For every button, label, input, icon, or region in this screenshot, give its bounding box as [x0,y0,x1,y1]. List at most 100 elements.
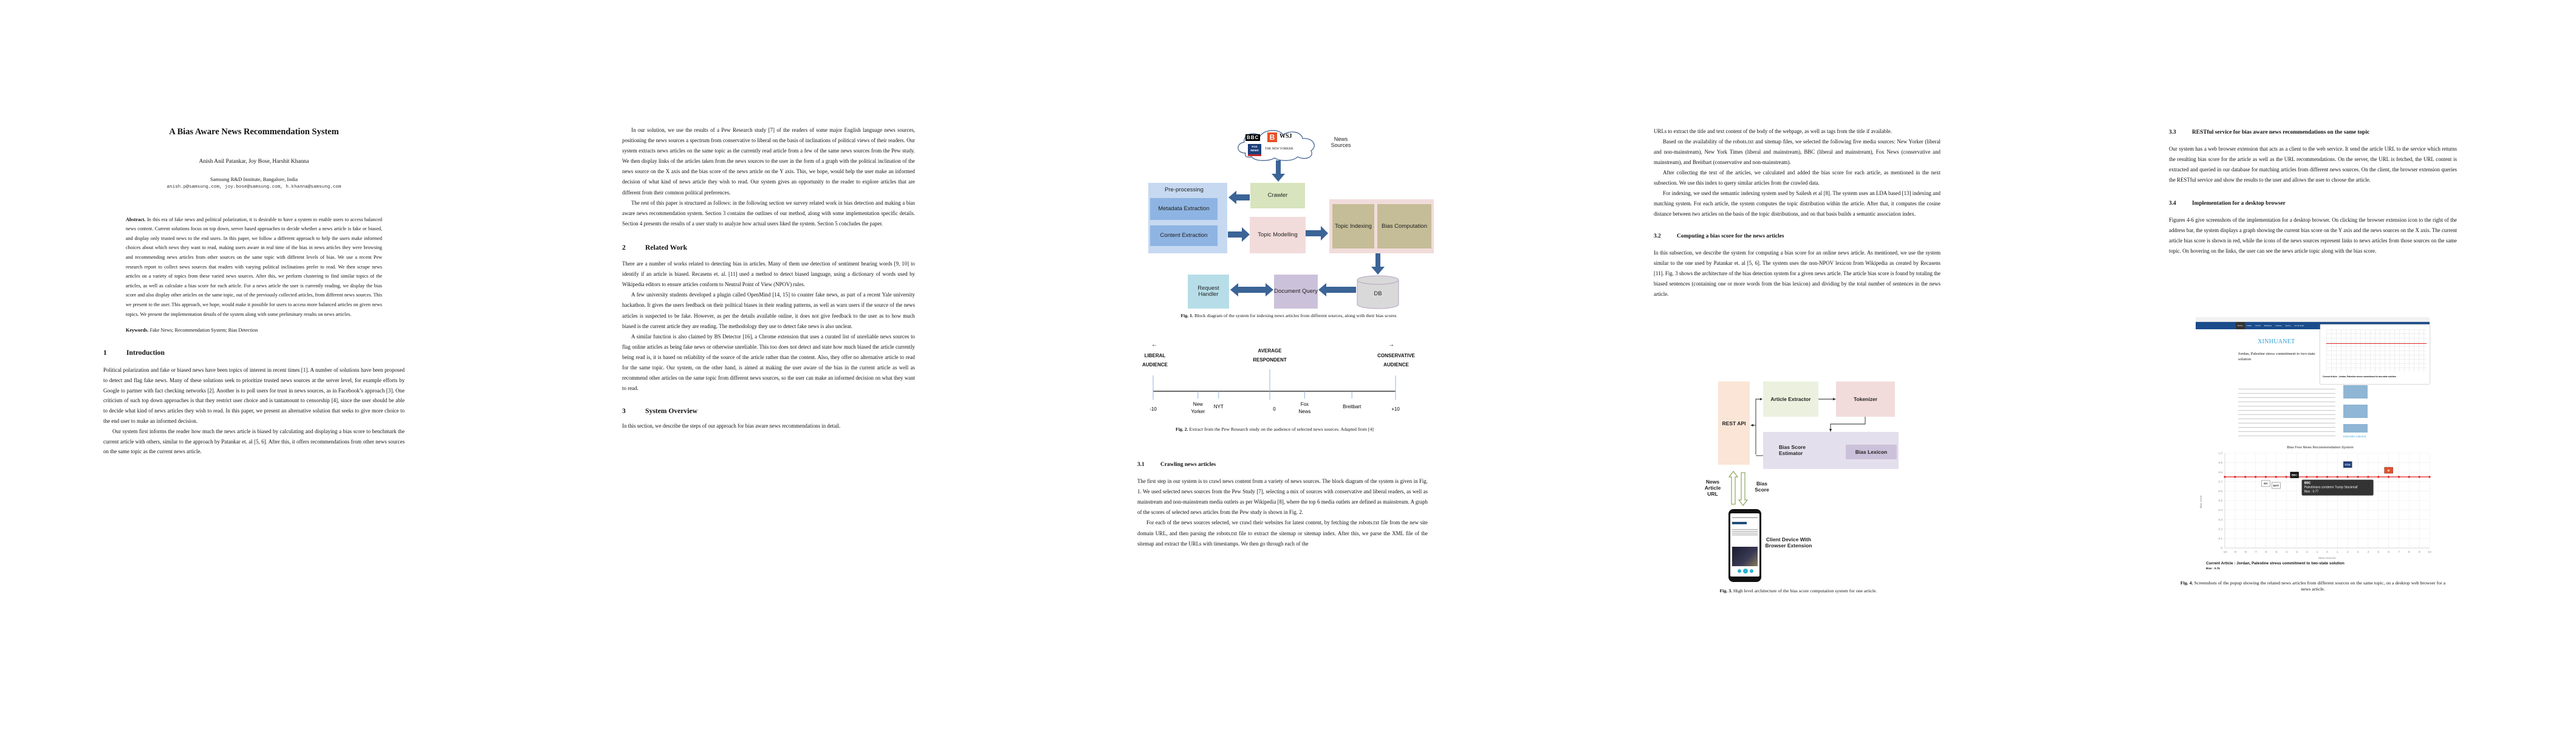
section-number: 3.3 [2169,129,2176,135]
logo-bbc: BBC [1245,134,1261,141]
source-icon-text: NYT [2273,484,2279,487]
section-2-heading: 2 Related Work [622,242,915,253]
source-marker[interactable]: FOX [2343,461,2352,468]
arrow-down-icon [1272,160,1285,182]
source-marker[interactable]: NY [2261,480,2270,487]
current-bias-point [2418,476,2420,478]
topic-modelling-box: Topic Modelling [1250,217,1306,253]
news-article-url-label: News Article URL [1704,479,1721,497]
emails: anish.p@samsung.com, joy.bose@samsung.co… [166,184,341,190]
arrow-right-icon [1306,226,1328,241]
section-number: 3.1 [1137,462,1145,468]
current-bias-point [2336,476,2338,478]
paragraph: For each of the news sources selected, w… [1137,519,1428,547]
paragraph: Our system has a web browser extension t… [2169,146,2457,183]
x-tick-label: -10 [2223,550,2227,554]
current-bias-point [2326,476,2329,478]
arrow-down-icon [1371,253,1385,275]
address-bar [1732,517,1758,518]
source-icon [2290,471,2299,479]
extension-popup: Current Article : Jordan, Palestine stre… [2320,324,2430,384]
x-tick-label: -2 [2306,550,2309,554]
figure-4-caption: Fig. 4. Screenshots of the popup showing… [2176,580,2450,592]
up-down-arrows-icon [1728,471,1749,506]
current-bias-label: Bias : 0.75 [2206,567,2220,570]
tooltip [2301,479,2374,496]
x-tick-label: 3 [2357,550,2359,554]
y-axis-label: Bias score [2199,495,2202,508]
x-tick-label: +10 [1391,406,1400,412]
nav-item[interactable]: Home [2236,322,2245,329]
source-label: NYT [1214,404,1224,409]
article-extractor-box: Article Extractor [1763,382,1818,417]
liberal-audience-label: LIBERAL AUDIENCE [1142,353,1168,368]
figure-3-caption: Fig. 3. High level architecture of the b… [1659,588,1938,594]
abstract-text: In this era of fake news and political p… [126,216,382,317]
nav-item[interactable]: Culture [2275,324,2282,327]
nav-item[interactable]: World [2255,324,2261,327]
source-icon-text: FOX [2345,464,2351,467]
y-tick-label: 0.4 [2218,508,2222,512]
section-title: Related Work [645,243,688,252]
y-tick-label: 0.2 [2218,527,2222,531]
paragraph: Political polarization and fake or biase… [103,366,405,424]
section-title: Crawling news articles [1160,462,1216,468]
paragraph: In our solution, we use the results of a… [622,127,915,196]
paragraph: For indexing, we used the semantic index… [1654,190,1941,217]
paragraph: After collecting the text of the article… [1654,169,1941,186]
news-sources-label: News Sources [1331,136,1351,148]
nav-item[interactable]: Sci & Tech [2294,324,2304,327]
paragraph: Figures 4-6 give screenshots of the impl… [2169,217,2457,254]
paragraph: A similar function is also claimed by BS… [622,333,915,392]
paragraph: Based on the availability of the robots.… [1654,139,1941,165]
x-tick-label: -5 [2275,550,2278,554]
abstract: Abstract. In this era of fake news and p… [126,215,382,320]
arrow-right-icon [1228,227,1250,242]
bias-lexicon-box: Bias Lexicon [1846,445,1897,459]
caption-text: High level architecture of the bias scor… [1733,588,1877,594]
site-logo: XINHUANET [2258,338,2295,345]
caption-text: Block diagram of the system for indexing… [1194,313,1397,318]
section-number: 2 [622,243,626,252]
y-tick-label: 0.6 [2218,490,2222,493]
nav-item[interactable]: Sports [2285,324,2291,327]
source-icon [2272,482,2281,489]
source-icon [2261,480,2270,487]
paragraph: There are a number of works related to d… [622,261,915,288]
section-3-1-heading: 3.1 Crawling news articles [1137,460,1428,470]
y-tick-label: 1.0 [2218,452,2222,456]
y-tick-label: 0.5 [2218,499,2222,503]
page-4-body: URLs to extract the title and text conte… [1654,126,1941,299]
paragraph: URLs to extract the title and text conte… [1654,128,1892,134]
source-marker[interactable]: B [2384,467,2393,474]
current-bias-point [2234,476,2236,478]
source-marker[interactable]: BBC [2290,471,2299,479]
paragraph: In this section, we describe the steps o… [622,423,841,430]
popup-current-article: Current Article : Jordan, Palestine stre… [2323,375,2396,378]
source-label: New [1193,402,1203,407]
source-label: News [1298,409,1310,414]
x-tick-label: 10 [2428,550,2431,554]
nav-item[interactable]: China [2246,324,2252,327]
authors: Anish Anil Patankar, Joy Bose, Harshit K… [199,158,309,165]
caption-label: Fig. 2. [1175,426,1188,432]
y-tick-label: 0.3 [2218,518,2222,522]
tokenizer-box: Tokenizer [1836,382,1895,417]
section-number: 3 [622,407,626,416]
x-tick-label: 4 [2368,550,2369,554]
page-2: In our solution, we use the results of a… [515,0,1030,729]
x-tick-label: 7 [2398,550,2400,554]
current-bias-point [2244,476,2247,478]
preprocessing-label: Pre-processing [1165,187,1204,193]
source-icon-text: NY [2264,482,2267,485]
page-1-body: A Bias Aware News Recommendation System … [103,122,405,457]
source-label: Fox [1301,402,1309,407]
article-body-lines [2238,389,2335,439]
logo-wsj: WSJ [1279,133,1292,140]
source-marker[interactable]: NYT [2272,482,2281,489]
nav-item[interactable]: Business [2264,324,2272,327]
tooltip-source: BBC [2304,482,2311,485]
